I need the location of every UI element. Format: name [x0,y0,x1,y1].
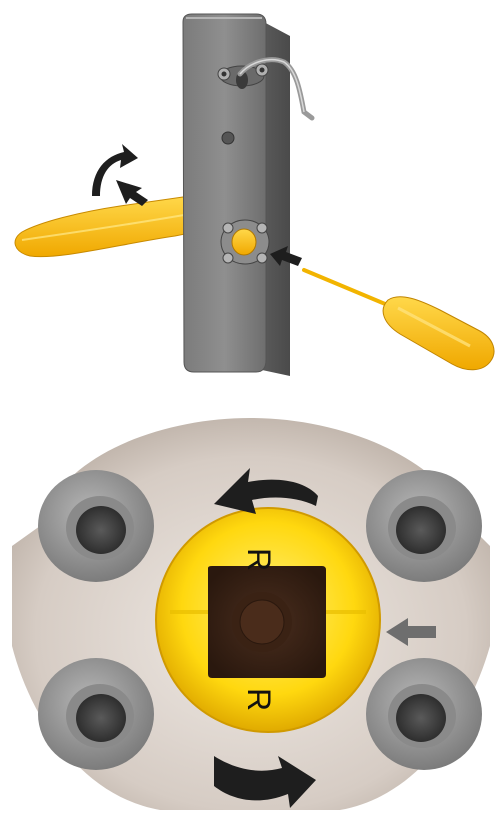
handle-removal-illustration [0,0,500,390]
hub-marking-bottom-label: R [241,688,277,711]
screw-boss-top-left [38,470,154,582]
hub-marking-top-label: R [241,548,277,571]
handle-hub [221,220,269,264]
screwdriver [304,270,494,370]
screw-boss-bottom-right [366,658,482,770]
hub-detail-view: R R [0,396,500,816]
screw-boss-bottom-left [38,658,154,770]
plate-hole [222,132,234,144]
push-arrow-icon [116,180,148,206]
screw-boss-top-right [366,470,482,582]
lever-handle [15,196,195,257]
